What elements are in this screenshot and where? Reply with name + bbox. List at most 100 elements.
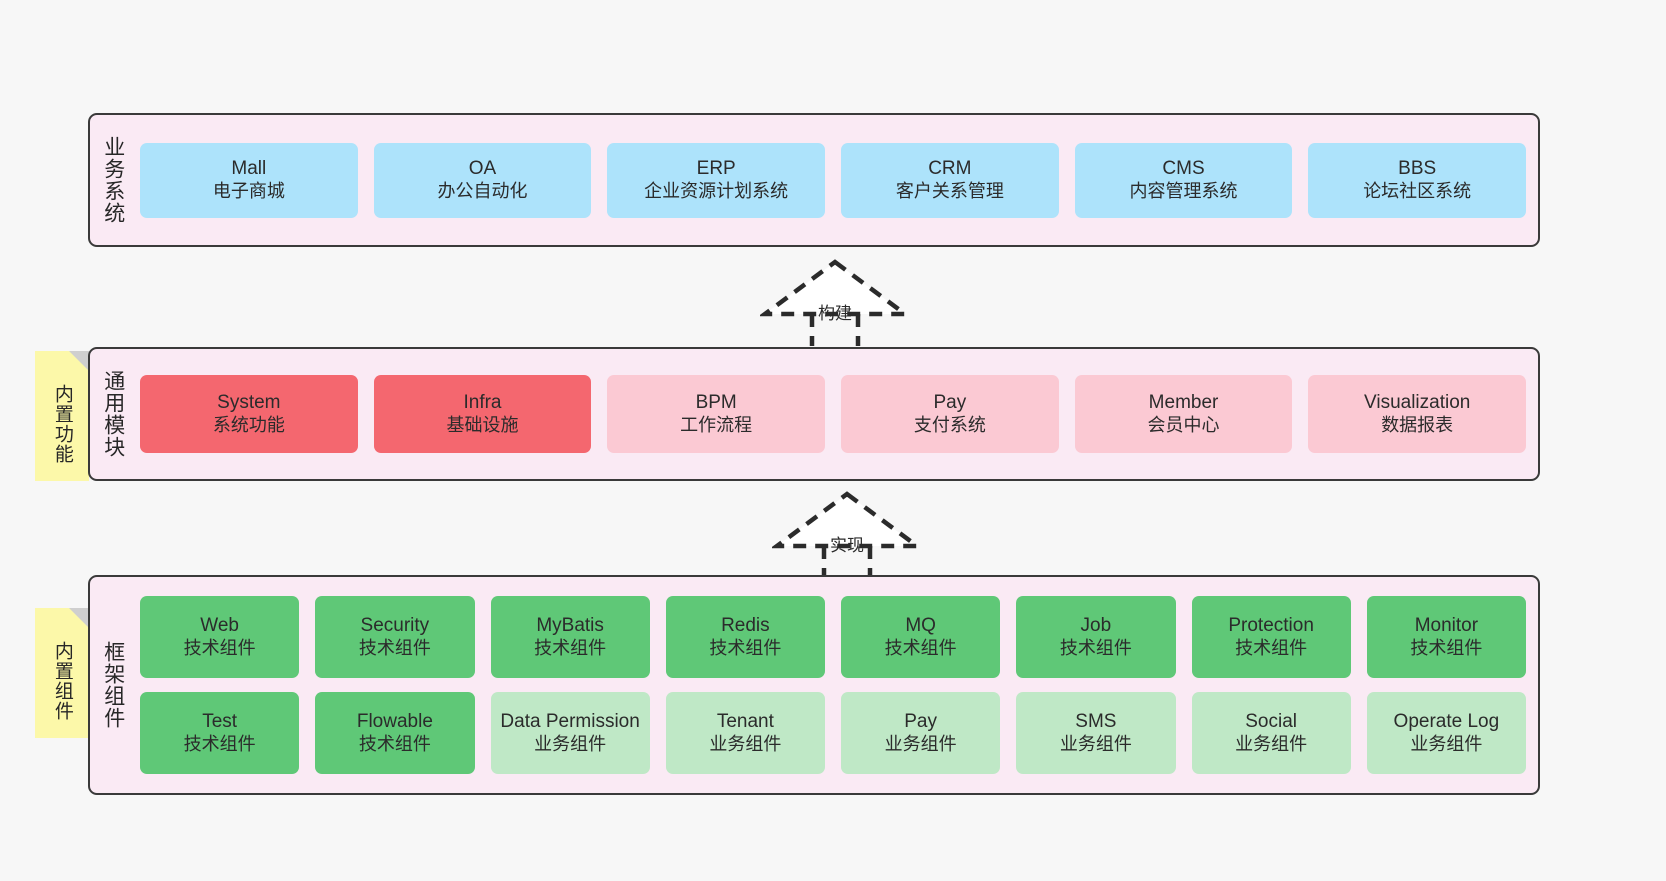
node-protection-subtitle: 技术组件	[1235, 637, 1308, 658]
node-erp[interactable]: ERP 企业资源计划系统	[607, 142, 826, 218]
node-bpm-title: BPM	[695, 391, 737, 413]
row-business-systems: Mall 电子商城 OA 办公自动化 ERP 企业资源计划系统 CRM 客户关系…	[140, 142, 1527, 218]
node-job-subtitle: 技术组件	[1059, 637, 1132, 658]
node-crm[interactable]: CRM 客户关系管理	[841, 142, 1059, 218]
node-flowable-subtitle: 技术组件	[358, 733, 431, 754]
layer-title-business-systems: 业务系统	[101, 136, 125, 224]
node-security-title: Security	[360, 614, 430, 636]
node-system-subtitle: 系统功能	[212, 414, 285, 435]
node-cms[interactable]: CMS 内容管理系统	[1074, 142, 1293, 218]
node-cms-title: CMS	[1162, 157, 1205, 179]
node-monitor[interactable]: Monitor 技术组件	[1366, 596, 1526, 678]
connector-build-icon	[758, 259, 912, 346]
node-tenant-title: Tenant	[716, 710, 774, 732]
node-crm-subtitle: 客户关系管理	[895, 180, 1004, 201]
node-data-permission[interactable]: Data Permission 业务组件	[490, 692, 650, 774]
row-technical-components: Web 技术组件 Security 技术组件 MyBatis 技术组件 Redi…	[140, 596, 1526, 678]
node-web-title: Web	[200, 614, 239, 636]
node-redis-title: Redis	[721, 614, 770, 636]
node-infra-subtitle: 基础设施	[446, 414, 519, 435]
node-test-title: Test	[202, 710, 238, 732]
node-oa-title: OA	[468, 157, 497, 179]
node-redis[interactable]: Redis 技术组件	[665, 596, 825, 678]
node-redis-subtitle: 技术组件	[709, 637, 782, 658]
node-bpm[interactable]: BPM 工作流程	[607, 375, 826, 453]
layer-body-common-modules: System 系统功能 Infra 基础设施 BPM 工作流程 Pay 支付系统…	[136, 349, 1538, 479]
connector-build-label: 构建	[818, 304, 852, 323]
node-infra[interactable]: Infra 基础设施	[373, 375, 592, 453]
node-web-subtitle: 技术组件	[183, 637, 256, 658]
node-bbs-subtitle: 论坛社区系统	[1363, 180, 1472, 201]
node-monitor-subtitle: 技术组件	[1410, 637, 1483, 658]
node-mall[interactable]: Mall 电子商城	[140, 142, 358, 218]
node-flowable-title: Flowable	[356, 710, 433, 732]
layer-body-business-systems: Mall 电子商城 OA 办公自动化 ERP 企业资源计划系统 CRM 客户关系…	[136, 115, 1538, 245]
node-security-subtitle: 技术组件	[358, 637, 431, 658]
node-data-permission-subtitle: 业务组件	[534, 733, 607, 754]
node-system[interactable]: System 系统功能	[140, 375, 358, 453]
layer-title-common-modules: 通用模块	[101, 370, 125, 458]
node-bpm-subtitle: 工作流程	[680, 414, 753, 435]
node-mybatis-subtitle: 技术组件	[534, 637, 607, 658]
node-sms[interactable]: SMS 业务组件	[1016, 692, 1176, 774]
node-operate-log[interactable]: Operate Log 业务组件	[1366, 692, 1526, 774]
node-pay-component-title: Pay	[904, 710, 937, 732]
node-test[interactable]: Test 技术组件	[140, 692, 300, 774]
node-protection-title: Protection	[1228, 614, 1314, 636]
node-visualization-subtitle: 数据报表	[1381, 414, 1454, 435]
node-tenant-subtitle: 业务组件	[709, 733, 782, 754]
connector-implement-icon	[770, 491, 924, 578]
node-operate-log-subtitle: 业务组件	[1410, 733, 1483, 754]
node-security[interactable]: Security 技术组件	[315, 596, 475, 678]
node-mq-subtitle: 技术组件	[884, 637, 957, 658]
node-pay-module[interactable]: Pay 支付系统	[841, 375, 1059, 453]
node-mq[interactable]: MQ 技术组件	[841, 596, 1001, 678]
node-job-title: Job	[1080, 614, 1112, 636]
note-builtin-components-label: 内置组件	[51, 641, 73, 721]
connector-implement: 实现	[770, 490, 924, 578]
node-crm-title: CRM	[928, 157, 972, 179]
note-builtin-functions: 内置功能	[35, 351, 89, 481]
connector-build: 构建	[758, 258, 912, 346]
node-oa-subtitle: 办公自动化	[437, 180, 528, 201]
node-job[interactable]: Job 技术组件	[1016, 596, 1176, 678]
node-social[interactable]: Social 业务组件	[1191, 692, 1351, 774]
connector-implement-label: 实现	[830, 536, 864, 555]
row-common-modules: System 系统功能 Infra 基础设施 BPM 工作流程 Pay 支付系统…	[140, 375, 1527, 453]
note-fold-corner-icon	[69, 608, 89, 628]
node-member[interactable]: Member 会员中心	[1074, 375, 1293, 453]
node-web[interactable]: Web 技术组件	[140, 596, 300, 678]
node-erp-title: ERP	[696, 157, 736, 179]
node-social-subtitle: 业务组件	[1235, 733, 1308, 754]
node-bbs-title: BBS	[1398, 157, 1437, 179]
node-visualization[interactable]: Visualization 数据报表	[1308, 375, 1527, 453]
node-sms-title: SMS	[1075, 710, 1117, 732]
node-operate-log-title: Operate Log	[1393, 710, 1500, 732]
node-member-subtitle: 会员中心	[1147, 414, 1220, 435]
layer-business-systems: 业务系统 Mall 电子商城 OA 办公自动化 ERP 企业资源计划系统 CRM…	[88, 113, 1540, 247]
node-infra-title: Infra	[463, 391, 502, 413]
layer-framework-components: 框架组件 Web 技术组件 Security 技术组件 MyBatis 技术组件…	[88, 575, 1540, 795]
node-pay-component[interactable]: Pay 业务组件	[841, 692, 1001, 774]
layer-common-modules: 通用模块 System 系统功能 Infra 基础设施 BPM 工作流程 Pay…	[88, 347, 1540, 481]
node-protection[interactable]: Protection 技术组件	[1191, 596, 1351, 678]
node-visualization-title: Visualization	[1364, 391, 1471, 413]
node-monitor-title: Monitor	[1414, 614, 1479, 636]
node-test-subtitle: 技术组件	[183, 733, 256, 754]
node-flowable[interactable]: Flowable 技术组件	[315, 692, 475, 774]
node-bbs[interactable]: BBS 论坛社区系统	[1308, 142, 1527, 218]
row-business-components: Test 技术组件 Flowable 技术组件 Data Permission …	[140, 692, 1526, 774]
layer-body-framework-components: Web 技术组件 Security 技术组件 MyBatis 技术组件 Redi…	[136, 577, 1538, 793]
node-mybatis-title: MyBatis	[536, 614, 604, 636]
node-data-permission-title: Data Permission	[500, 710, 640, 732]
node-mybatis[interactable]: MyBatis 技术组件	[490, 596, 650, 678]
layer-title-framework-components: 框架组件	[101, 641, 125, 729]
node-tenant[interactable]: Tenant 业务组件	[665, 692, 825, 774]
node-system-title: System	[217, 391, 281, 413]
node-pay-module-subtitle: 支付系统	[913, 414, 986, 435]
node-oa[interactable]: OA 办公自动化	[373, 142, 592, 218]
node-mall-subtitle: 电子商城	[212, 180, 285, 201]
node-erp-subtitle: 企业资源计划系统	[644, 180, 789, 201]
node-cms-subtitle: 内容管理系统	[1129, 180, 1238, 201]
